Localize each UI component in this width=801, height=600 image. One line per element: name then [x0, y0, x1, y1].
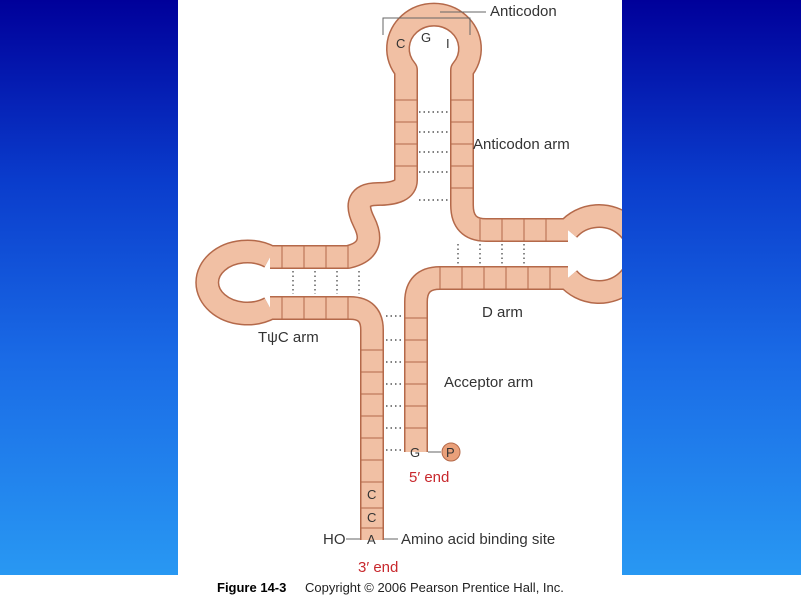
- anticodon-arm-label: Anticodon arm: [473, 136, 570, 153]
- cca-base-c2: C: [367, 510, 376, 525]
- cca-base-c1: C: [367, 487, 376, 502]
- anticodon-base-2: G: [421, 30, 431, 45]
- trna-diagram-panel: C G I G P C C A HO Anticodon Anticodon a…: [178, 0, 622, 575]
- anticodon-base-3: I: [446, 36, 450, 51]
- acceptor-base-g: G: [410, 445, 420, 460]
- amino-acid-site-label: Amino acid binding site: [401, 531, 555, 548]
- tpsic-arm-label: TψC arm: [258, 329, 319, 346]
- trna-cloverleaf-diagram: C G I G P C C A HO Anticodon Anticodon a…: [178, 0, 622, 575]
- anticodon-base-1: C: [396, 36, 405, 51]
- anticodon-label: Anticodon: [490, 3, 557, 20]
- copyright-notice: Copyright © 2006 Pearson Prentice Hall, …: [305, 580, 564, 595]
- figure-number: Figure 14-3: [217, 580, 286, 595]
- cca-base-a: A: [367, 532, 376, 547]
- five-prime-end-label: 5′ end: [409, 469, 449, 486]
- figure-caption: Figure 14-3 Copyright © 2006 Pearson Pre…: [0, 575, 801, 600]
- three-prime-end-label: 3′ end: [358, 559, 398, 575]
- ho-label: HO: [323, 531, 346, 548]
- d-arm-label: D arm: [482, 304, 523, 321]
- phosphate-label: P: [446, 445, 455, 460]
- acceptor-arm-label: Acceptor arm: [444, 374, 533, 391]
